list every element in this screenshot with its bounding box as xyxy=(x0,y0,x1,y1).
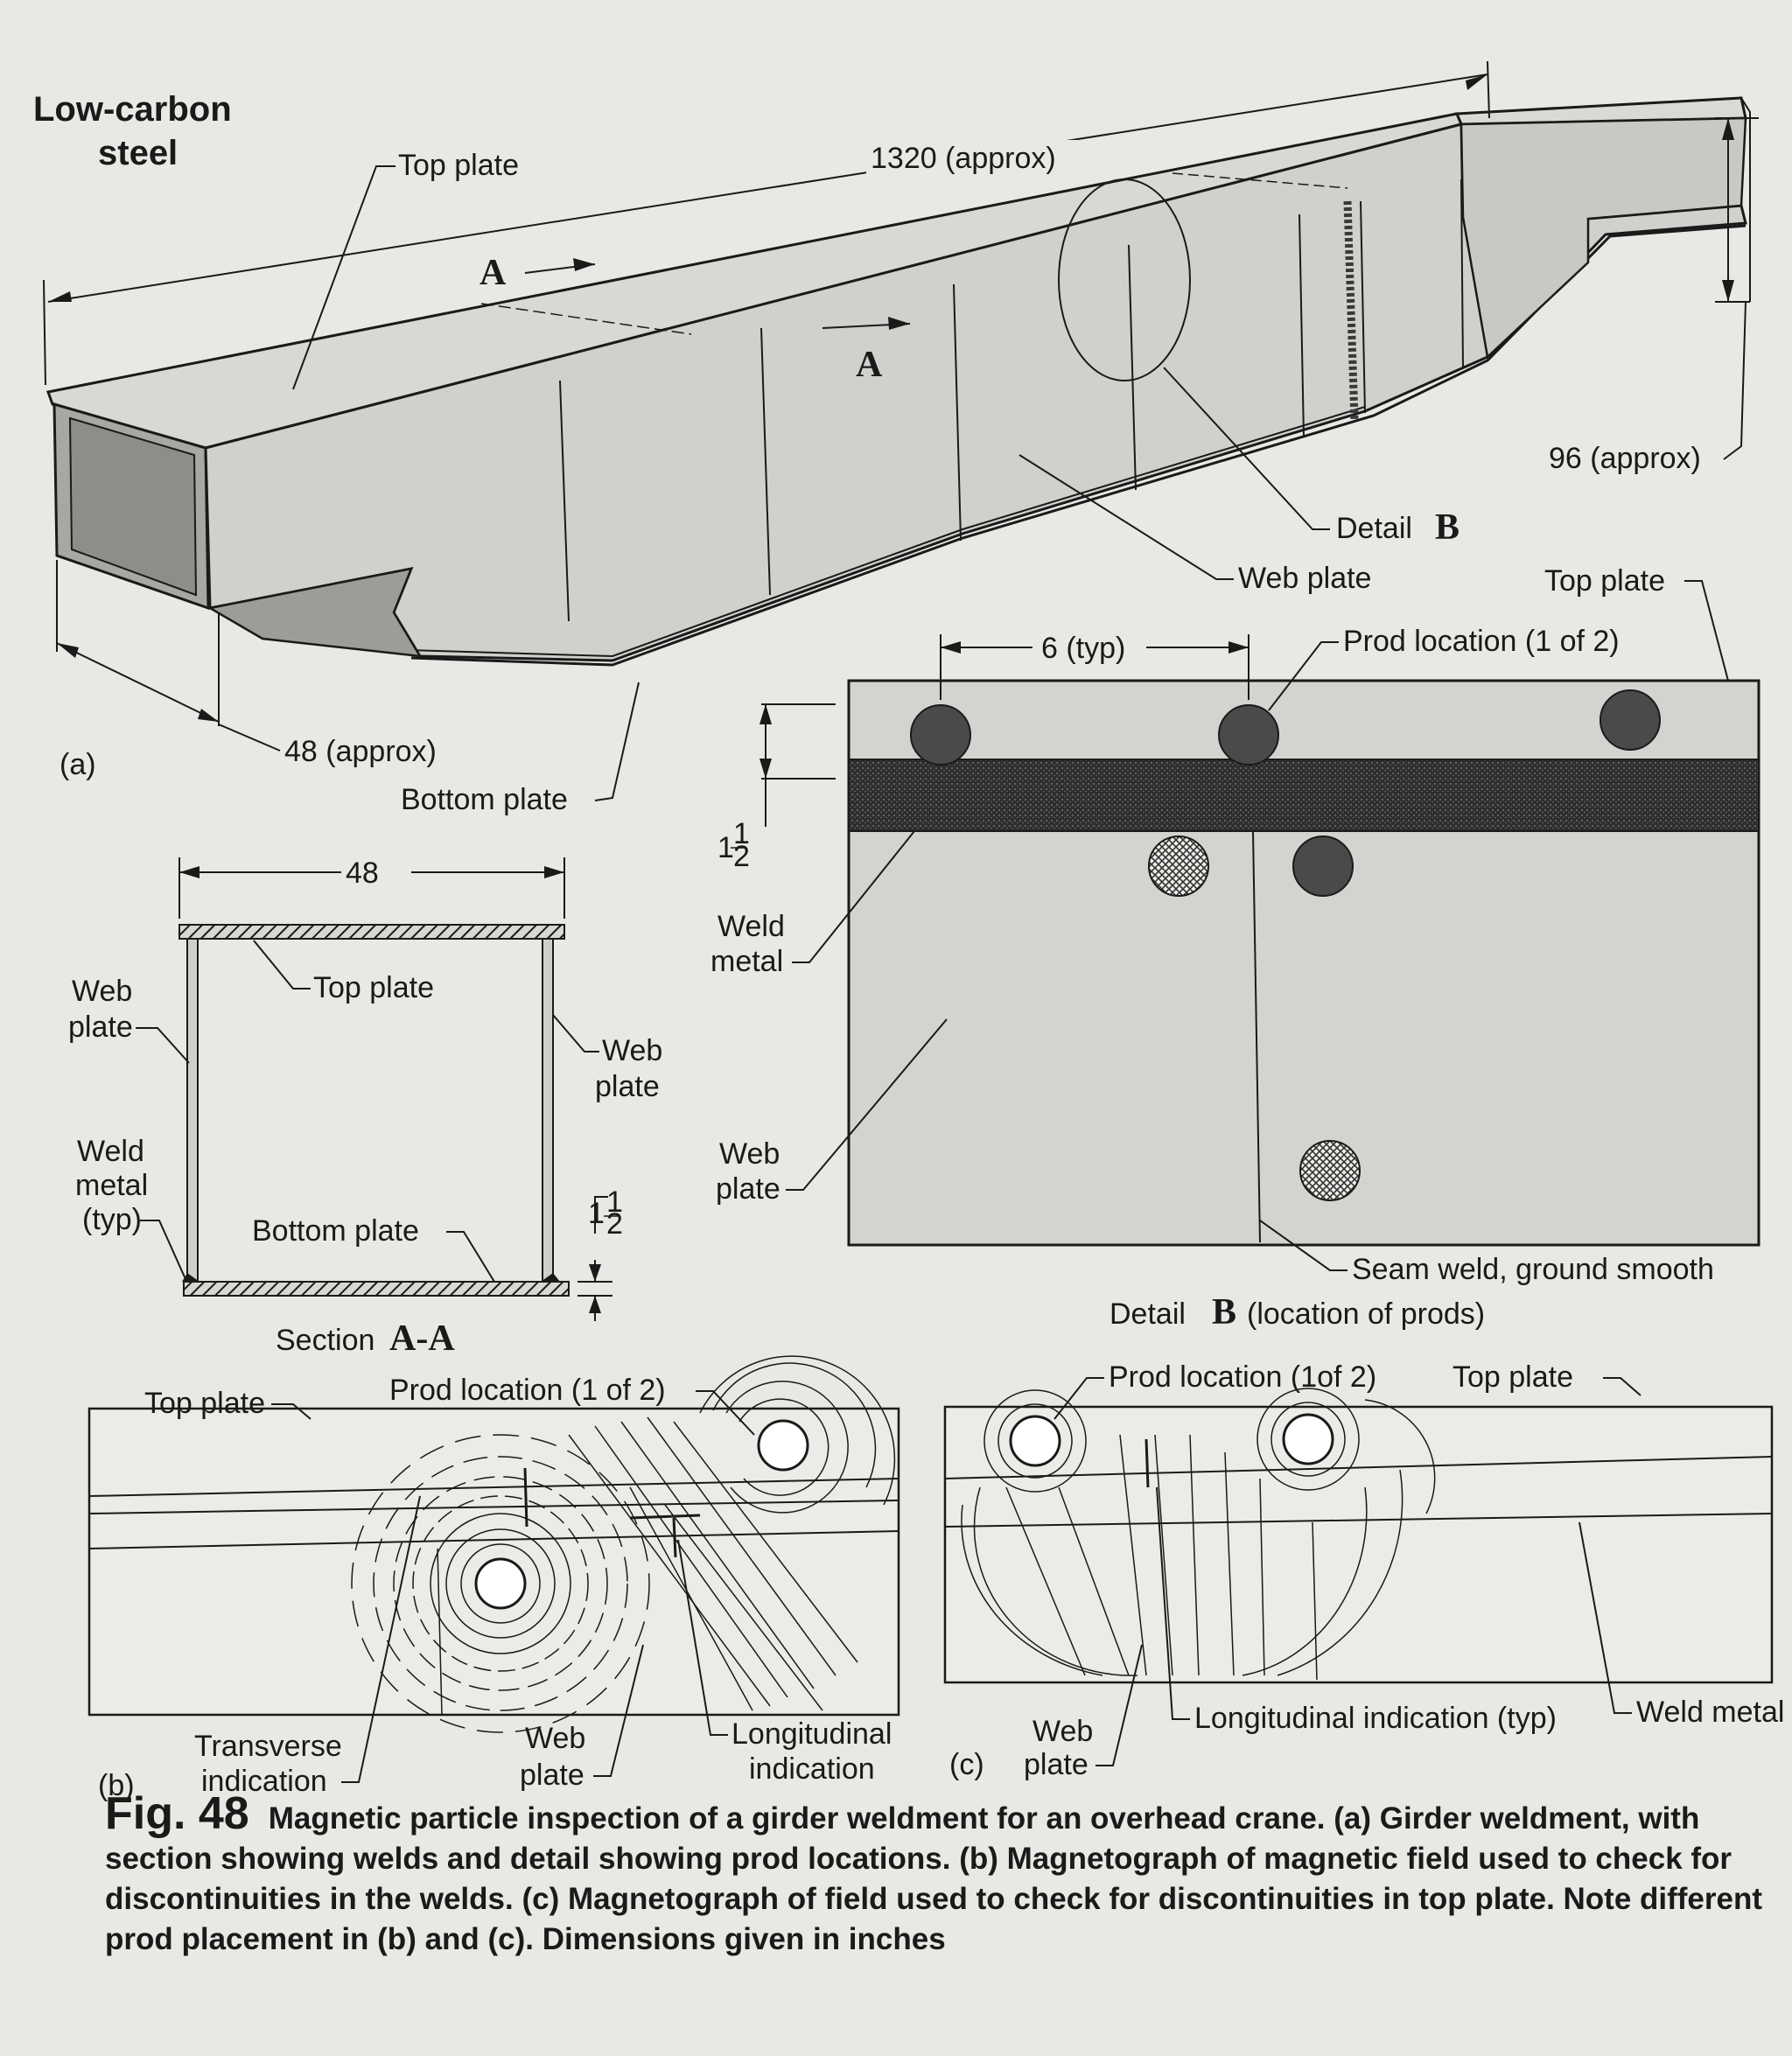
panel-b-field-lines xyxy=(351,1355,896,1733)
detail-b: 6 (typ) Prod location (1 of 2) Top plate… xyxy=(710,564,1760,1332)
panel-b-top-plate-label: Top plate xyxy=(144,1387,265,1420)
detail-weld-l2: metal xyxy=(710,945,783,978)
detail-b-label: Detail B xyxy=(1163,367,1460,548)
svg-text:2: 2 xyxy=(606,1207,623,1241)
panel-b-transverse-l2: indication xyxy=(201,1765,327,1798)
panel-c-weld-label: Weld metal xyxy=(1636,1696,1784,1729)
prod-5 xyxy=(1292,836,1354,897)
width-label: 48 (approx) xyxy=(284,735,437,768)
svg-text:A-A: A-A xyxy=(389,1318,455,1359)
panel-b-label: (b) xyxy=(98,1769,135,1802)
panel-b-web-l2: plate xyxy=(520,1759,584,1792)
panel-c-prod-label: Prod location (1of 2) xyxy=(1109,1360,1376,1394)
svg-text:Detail: Detail xyxy=(1336,512,1412,545)
web-plate-label-a: Web plate xyxy=(1238,562,1371,595)
panel-c-field-lines xyxy=(961,1388,1436,1676)
prod-1 xyxy=(910,704,971,766)
panel-b-long-l1: Longitudinal xyxy=(732,1717,892,1751)
top-plate-label: Top plate xyxy=(398,149,519,182)
panel-c-long-label: Longitudinal indication (typ) xyxy=(1194,1702,1557,1735)
material-label-2: steel xyxy=(98,134,178,172)
svg-text:1: 1 xyxy=(588,1197,605,1230)
panel-b-magnetograph: Top plate Prod location (1 of 2) Transve… xyxy=(88,1355,900,1802)
section-web-left-l2: plate xyxy=(68,1011,133,1044)
section-markers: A A xyxy=(480,253,911,385)
detail-offset: 1 1 2 xyxy=(718,703,836,873)
detail-weld-band xyxy=(848,759,1760,832)
svg-text:B: B xyxy=(1435,507,1460,548)
detail-top-plate-label: Top plate xyxy=(1544,564,1665,598)
svg-text:2: 2 xyxy=(733,840,750,873)
section-weld-l1: Weld xyxy=(77,1135,144,1168)
panel-c-web-l1: Web xyxy=(1032,1715,1093,1748)
section-bottom-plate xyxy=(183,1281,570,1297)
section-thickness: 1 1 2 xyxy=(578,1185,623,1321)
bottom-plate-label-a: Bottom plate xyxy=(401,783,568,816)
panel-c-top-plate-label: Top plate xyxy=(1452,1360,1573,1394)
seam-weld-label: Seam weld, ground smooth xyxy=(1352,1253,1714,1286)
section-title: Section A-A xyxy=(276,1318,455,1359)
svg-text:1: 1 xyxy=(733,817,750,850)
detail-title: Detail B (location of prods) xyxy=(1110,1292,1485,1332)
panel-a-girder: 1320 (approx) 96 (approx) 48 (approx) xyxy=(33,60,1759,816)
section-weld-l2: metal xyxy=(75,1169,148,1202)
panel-b-web-l1: Web xyxy=(525,1722,585,1755)
detail-weld-l1: Weld xyxy=(718,910,785,943)
section-marker-a-left: A xyxy=(480,253,507,293)
section-web-right-l2: plate xyxy=(595,1070,660,1103)
dim-height: 96 (approx) xyxy=(1549,97,1759,475)
prod-4 xyxy=(1148,836,1209,897)
prod-2 xyxy=(1218,704,1279,766)
section-top-plate xyxy=(178,924,565,940)
section-web-right-l1: Web xyxy=(602,1034,662,1067)
dim-width: 48 (approx) xyxy=(56,560,437,768)
figure-number: Fig. 48 xyxy=(105,1788,249,1839)
detail-seam-weld xyxy=(1252,830,1261,1243)
panel-a-label: (a) xyxy=(60,748,96,781)
section-a-a: 48 Top plate Web plate Web plate Weld me… xyxy=(68,857,662,1359)
panel-b-long-l2: indication xyxy=(749,1752,875,1786)
panel-b-transverse-l1: Transverse xyxy=(194,1730,342,1763)
svg-text:B: B xyxy=(1212,1292,1236,1332)
panel-c-web-l2: plate xyxy=(1024,1748,1088,1781)
detail-web-l1: Web xyxy=(719,1137,780,1171)
spacing-label: 6 (typ) xyxy=(1041,632,1125,665)
detail-b-circle xyxy=(1058,178,1191,381)
panel-c-magnetograph: Prod location (1of 2) Top plate Web plat… xyxy=(943,1360,1784,1781)
panel-c-plate xyxy=(943,1405,1774,1684)
panel-b-prod-label: Prod location (1 of 2) xyxy=(389,1374,666,1407)
svg-text:(location of prods): (location of prods) xyxy=(1247,1297,1485,1331)
section-marker-a-right: A xyxy=(856,345,883,385)
section-web-left xyxy=(186,938,199,1283)
svg-text:Detail: Detail xyxy=(1110,1297,1186,1331)
material-label-1: Low-carbon xyxy=(33,90,232,129)
detail-prod-label: Prod location (1 of 2) xyxy=(1343,625,1620,658)
length-label: 1320 (approx) xyxy=(871,142,1056,175)
section-web-left-l1: Web xyxy=(72,975,132,1008)
svg-text:Section: Section xyxy=(276,1324,374,1357)
dim-length: 1320 (approx) xyxy=(43,60,1490,386)
svg-text:1: 1 xyxy=(606,1185,623,1219)
section-web-right xyxy=(542,938,554,1283)
svg-text:1: 1 xyxy=(718,831,734,864)
web-stiffeners xyxy=(559,178,1464,622)
section-bottom-plate-label: Bottom plate xyxy=(252,1214,419,1248)
caption-text: Magnetic particle inspection of a girder… xyxy=(105,1801,1763,1956)
section-width-label: 48 xyxy=(346,857,379,890)
section-top-plate-label: Top plate xyxy=(313,971,434,1004)
prod-6 xyxy=(1299,1140,1361,1201)
section-weld-l3: (typ) xyxy=(82,1203,142,1236)
detail-web-l2: plate xyxy=(716,1172,780,1206)
panel-c-label: (c) xyxy=(949,1748,984,1781)
height-label: 96 (approx) xyxy=(1549,442,1701,475)
prod-3 xyxy=(1600,689,1661,751)
